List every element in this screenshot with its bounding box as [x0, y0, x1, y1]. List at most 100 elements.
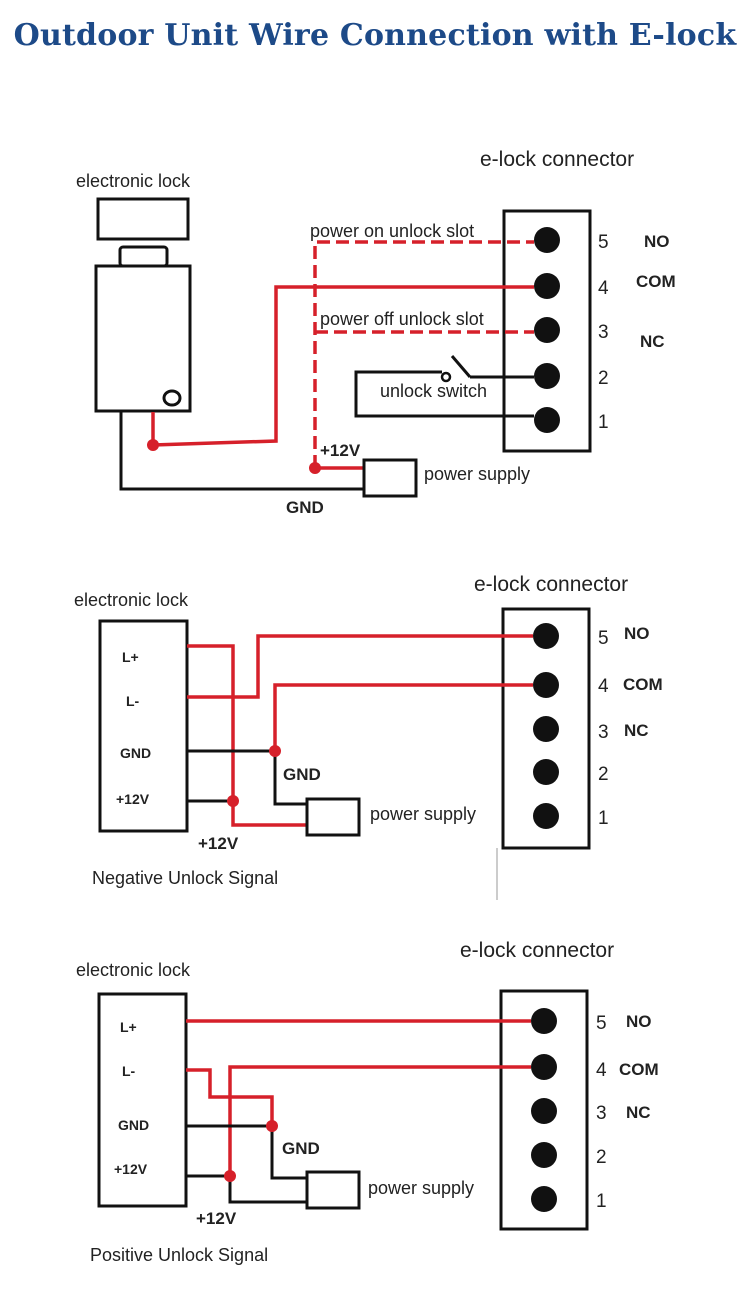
- pin-number: 3: [598, 722, 609, 743]
- pin-name-com: COM: [623, 675, 663, 694]
- unlock-switch-label: unlock switch: [380, 381, 487, 401]
- terminal-3: [534, 317, 560, 343]
- page-title: Outdoor Unit Wire Connection with E-lock: [13, 18, 737, 53]
- terminal-2: [534, 363, 560, 389]
- terminal-1: [531, 1186, 557, 1212]
- lock-body: [97, 992, 188, 1208]
- pin-number: 2: [596, 1147, 607, 1168]
- pin-name-no: NO: [624, 624, 650, 643]
- lock-label: electronic lock: [76, 960, 191, 980]
- power-supply-label: power supply: [368, 1178, 474, 1198]
- terminal-3: [533, 716, 559, 742]
- pin-name-no: NO: [644, 232, 670, 251]
- pin-number: 4: [598, 676, 609, 697]
- junction-dot: [147, 439, 159, 451]
- power-supply-label: power supply: [424, 464, 530, 484]
- gnd-wire: [187, 749, 307, 806]
- junction-dot: [269, 745, 281, 757]
- pin-number: 5: [598, 628, 609, 649]
- terminal-label: +12V: [116, 791, 150, 807]
- terminal-label: L+: [122, 649, 139, 665]
- connector-label: e-lock connector: [460, 939, 614, 962]
- pin-number: 1: [598, 808, 609, 829]
- plus12-label: +12V: [198, 834, 239, 853]
- terminal-5: [534, 227, 560, 253]
- pin-name-nc: NC: [626, 1103, 651, 1122]
- pin-name-com: COM: [636, 272, 676, 291]
- plus12-label: +12V: [320, 441, 361, 460]
- terminal-4: [531, 1054, 557, 1080]
- connector-label: e-lock connector: [480, 148, 634, 171]
- terminal-3: [531, 1098, 557, 1124]
- terminal-1: [533, 803, 559, 829]
- power-supply-box: [305, 797, 361, 837]
- power-on-slot-label: power on unlock slot: [310, 221, 474, 241]
- lock-body: [98, 619, 189, 833]
- lock-body: [94, 264, 192, 413]
- terminal-5: [533, 623, 559, 649]
- terminal-2: [533, 759, 559, 785]
- terminal-4: [534, 273, 560, 299]
- pin-number: 3: [596, 1103, 607, 1124]
- diagram-2: electronic lock e-lock connector L+ L- G…: [74, 573, 663, 900]
- terminal-label: L-: [126, 693, 140, 709]
- pin-name-no: NO: [626, 1012, 652, 1031]
- pin-name-nc: NC: [624, 721, 649, 740]
- terminal-1: [534, 407, 560, 433]
- plus12-wire: [186, 1174, 307, 1204]
- diagram-caption: Positive Unlock Signal: [90, 1245, 268, 1265]
- diagram-1: electronic lock e-lock connector 5 4 3 2…: [76, 148, 676, 517]
- pin-number: 3: [598, 322, 609, 343]
- lock-label: electronic lock: [76, 171, 191, 191]
- pin-number: 5: [596, 1013, 607, 1034]
- switch-lever: [450, 355, 472, 378]
- terminal-5: [531, 1008, 557, 1034]
- power-off-slot-label: power off unlock slot: [320, 309, 484, 329]
- switch-return-wire: [354, 370, 534, 418]
- com-wire: [152, 285, 534, 447]
- pin-number: 2: [598, 764, 609, 785]
- no-dashed-wire: [313, 240, 534, 468]
- power-supply-box: [305, 1170, 361, 1210]
- power-supply-label: power supply: [370, 804, 476, 824]
- diagram-3: electronic lock e-lock connector L+ L- G…: [76, 939, 659, 1265]
- terminal-label: GND: [120, 745, 151, 761]
- junction-dot: [224, 1170, 236, 1182]
- power-supply-box: [362, 458, 418, 498]
- terminal-4: [533, 672, 559, 698]
- terminal-label: L-: [122, 1063, 136, 1079]
- pin-number: 4: [598, 278, 609, 299]
- terminal-label: L+: [120, 1019, 137, 1035]
- gnd-label: GND: [283, 765, 321, 784]
- lock-screw: [162, 389, 182, 407]
- pin-number: 5: [598, 232, 609, 253]
- lminus-wire: [187, 634, 533, 699]
- junction-dot: [266, 1120, 278, 1132]
- junction-dot: [227, 795, 239, 807]
- switch-contact: [440, 371, 452, 383]
- lock-label: electronic lock: [74, 590, 189, 610]
- com-wire: [228, 1065, 531, 1176]
- pin-name-com: COM: [619, 1060, 659, 1079]
- lock-latch: [118, 245, 169, 268]
- terminal-label: GND: [118, 1117, 149, 1133]
- pin-number: 1: [596, 1191, 607, 1212]
- pin-number: 1: [598, 412, 609, 433]
- lock-strike: [96, 197, 190, 241]
- gnd-label: GND: [282, 1139, 320, 1158]
- pin-number: 2: [598, 368, 609, 389]
- terminal-2: [531, 1142, 557, 1168]
- plus12-label: +12V: [196, 1209, 237, 1228]
- lplus-wire: [187, 644, 307, 827]
- connector-label: e-lock connector: [474, 573, 628, 596]
- gnd-label: GND: [286, 498, 324, 517]
- gnd-wire: [186, 1124, 307, 1180]
- junction-dot: [309, 462, 321, 474]
- pin-number: 4: [596, 1060, 607, 1081]
- com-wire: [273, 683, 533, 751]
- terminal-label: +12V: [114, 1161, 148, 1177]
- gnd-wire: [119, 411, 364, 491]
- pin-name-nc: NC: [640, 332, 665, 351]
- lminus-wire: [186, 1068, 274, 1126]
